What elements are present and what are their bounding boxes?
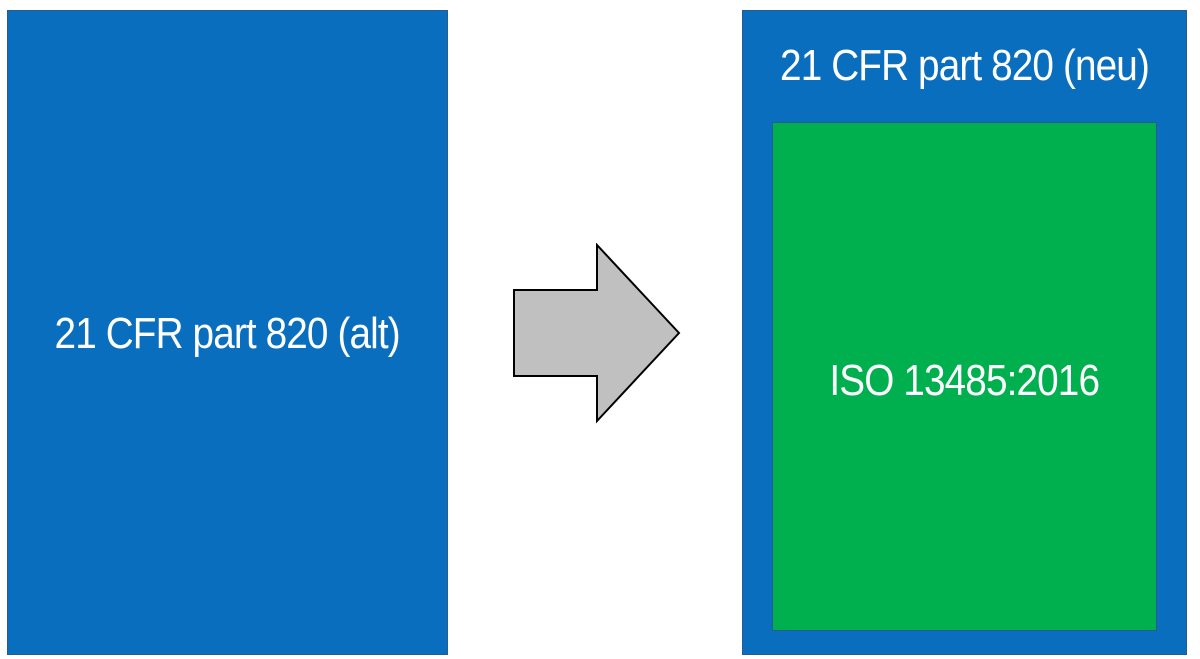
old-regulation-label: 21 CFR part 820 (alt) [54,308,401,358]
old-regulation-box: 21 CFR part 820 (alt) [7,10,448,655]
new-regulation-label: 21 CFR part 820 (neu) [780,41,1150,90]
iso-standard-box: ISO 13485:2016 [772,122,1157,631]
new-regulation-box: 21 CFR part 820 (neu) ISO 13485:2016 [742,10,1187,655]
right-arrow-icon [513,243,681,424]
iso-standard-label: ISO 13485:2016 [829,355,1101,405]
